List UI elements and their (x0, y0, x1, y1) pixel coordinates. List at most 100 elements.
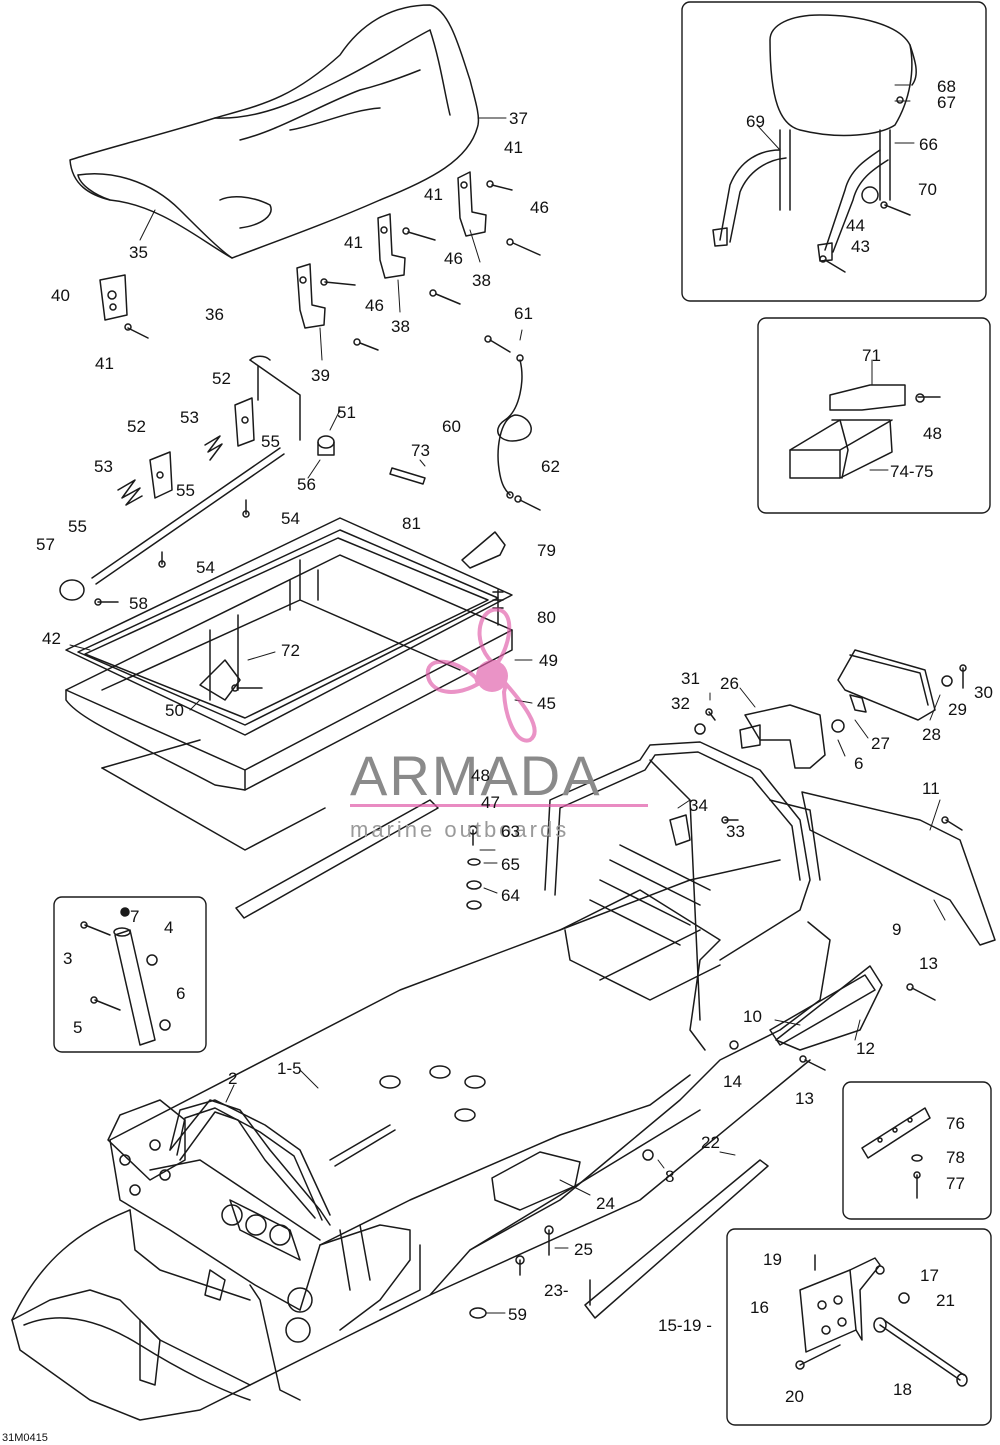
part-label: 13 (919, 954, 938, 973)
hinge-brackets (99, 171, 487, 329)
part-label: 47 (481, 793, 500, 812)
part-label: 33 (726, 822, 745, 841)
fasteners (94, 180, 967, 1319)
part-label: 28 (922, 725, 941, 744)
bag-drawing (789, 384, 941, 479)
part-label: 41 (344, 233, 363, 252)
part-label: 27 (871, 734, 890, 753)
cable (497, 354, 532, 499)
part-label: 66 (919, 135, 938, 154)
part-label: 30 (974, 683, 993, 702)
part-label: 48 (471, 766, 490, 785)
part-labels: 37 41 41 46 41 46 35 40 36 38 38 46 41 3… (36, 77, 993, 1406)
part-label: 14 (723, 1072, 742, 1091)
line-art (11, 4, 996, 1421)
part-label: 72 (281, 641, 300, 660)
part-label: 22 (701, 1133, 720, 1152)
bracket-kit-drawing (861, 1107, 931, 1199)
seat-drawing (69, 4, 480, 259)
post-drawing (80, 907, 171, 1046)
part-label: 77 (946, 1174, 965, 1193)
storage-box (65, 517, 513, 851)
part-label: 37 (509, 109, 528, 128)
part-label: 54 (281, 509, 300, 528)
part-label: 73 (411, 441, 430, 460)
part-label: 46 (365, 296, 384, 315)
inset-post (53, 896, 207, 1053)
part-label: 64 (501, 886, 520, 905)
part-label: 53 (180, 408, 199, 427)
tail-light (669, 649, 936, 846)
part-label: 40 (51, 286, 70, 305)
inset-bracket-kit (842, 1081, 992, 1220)
inset-bag (757, 317, 991, 514)
watermark-brand: ARMADA (350, 744, 602, 807)
part-label: 5 (73, 1018, 82, 1037)
part-label: 56 (297, 475, 316, 494)
part-label: 32 (671, 694, 690, 713)
part-label: 67 (937, 93, 956, 112)
part-label: 50 (165, 701, 184, 720)
part-label: 34 (689, 796, 708, 815)
part-label: 10 (743, 1007, 762, 1026)
part-label: 31 (681, 669, 700, 688)
drawing-code: 31M0415 (2, 1432, 48, 1444)
part-label: 39 (311, 366, 330, 385)
part-label: 12 (856, 1039, 875, 1058)
part-label: 70 (918, 180, 937, 199)
part-label: 74-75 (890, 462, 933, 481)
part-label: 80 (537, 608, 556, 627)
part-label: 38 (391, 317, 410, 336)
leader-lines (69, 84, 946, 1314)
part-label: 42 (42, 629, 61, 648)
part-label: 45 (537, 694, 556, 713)
part-label: 78 (946, 1148, 965, 1167)
part-label: 48 (923, 424, 942, 443)
bumper-12 (775, 965, 883, 1051)
footrest-24 (491, 1151, 581, 1211)
part-label: 43 (851, 237, 870, 256)
part-label: 65 (501, 855, 520, 874)
part-label: 8 (665, 1167, 674, 1186)
part-label: 4 (164, 918, 173, 937)
inset-backrest (681, 1, 987, 302)
part-label: 81 (402, 514, 421, 533)
part-label: 6 (854, 754, 863, 773)
part-label: 15-19 - (658, 1316, 712, 1335)
part-label: 35 (129, 243, 148, 262)
part-label: 58 (129, 594, 148, 613)
part-label: 63 (501, 822, 520, 841)
inset-frames (53, 1, 992, 1426)
part-label: 76 (946, 1114, 965, 1133)
part-label: 59 (508, 1305, 527, 1324)
part-label: 62 (541, 457, 560, 476)
watermark-tagline: marine outboards (350, 817, 569, 842)
part-label: 24 (596, 1194, 615, 1213)
part-label: 6 (176, 984, 185, 1003)
part-label: 41 (424, 185, 443, 204)
watermark: ARMADA marine outboards (350, 607, 648, 842)
part-label: 57 (36, 535, 55, 554)
part-label: 46 (444, 249, 463, 268)
part-label: 52 (127, 417, 146, 436)
part-label: 9 (892, 920, 901, 939)
part-label: 49 (539, 651, 558, 670)
part-label: 36 (205, 305, 224, 324)
part-label: 69 (746, 112, 765, 131)
part-label: 55 (68, 517, 87, 536)
part-label: 79 (537, 541, 556, 560)
part-label: 1-5 (277, 1059, 302, 1078)
part-label: 13 (795, 1089, 814, 1108)
flap-9 (801, 791, 996, 946)
part-label: 41 (504, 138, 523, 157)
latch-assembly (59, 355, 335, 601)
part-label: 3 (63, 949, 72, 968)
part-label: 60 (442, 417, 461, 436)
part-label: 53 (94, 457, 113, 476)
part-label: 51 (337, 403, 356, 422)
part-label: 25 (574, 1240, 593, 1259)
propeller-icon (425, 607, 537, 743)
part-label: 55 (261, 432, 280, 451)
part-label: 2 (228, 1069, 237, 1088)
